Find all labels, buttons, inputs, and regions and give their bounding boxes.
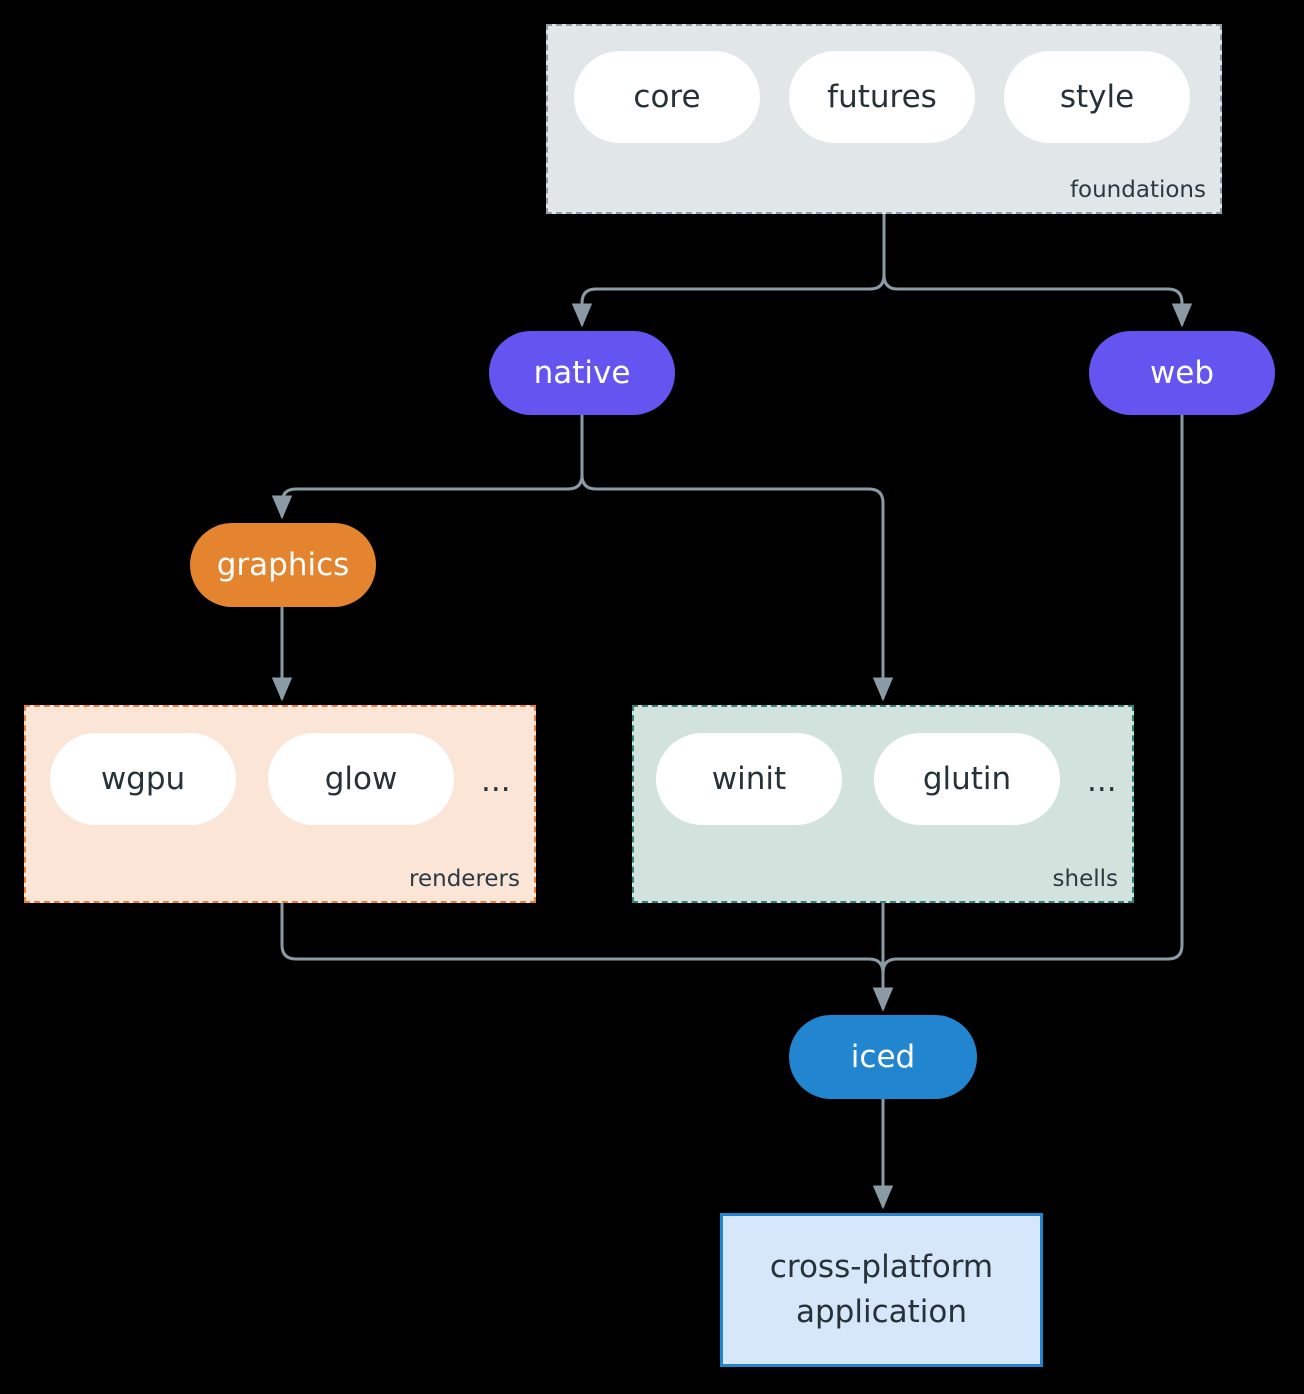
pill-label-wgpu: wgpu	[100, 761, 186, 797]
pill-label-glow: glow	[324, 761, 398, 797]
pill-label-glutin: glutin	[922, 761, 1012, 797]
node-label-iced: iced	[850, 1039, 916, 1075]
pill-futures[interactable]: futures	[789, 51, 975, 143]
node-graphics[interactable]: graphics	[190, 523, 376, 607]
cluster-label-foundations: foundations	[1069, 177, 1206, 203]
node-iced[interactable]: iced	[789, 1015, 977, 1099]
node-label-web: web	[1149, 355, 1215, 391]
node-label-graphics: graphics	[216, 547, 350, 583]
pill-label-futures: futures	[827, 79, 937, 115]
node-web[interactable]: web	[1089, 331, 1275, 415]
application-line-1: cross-platform	[769, 1249, 994, 1286]
pill-glutin[interactable]: glutin	[874, 733, 1060, 825]
cluster-label-shells: shells	[1052, 866, 1118, 892]
renderers-ellipsis: ...	[481, 763, 511, 799]
pill-glow[interactable]: glow	[268, 733, 454, 825]
pill-style[interactable]: style	[1004, 51, 1190, 143]
edge-foundations-web	[882, 214, 1193, 328]
pill-core[interactable]: core	[574, 51, 760, 143]
node-label-native: native	[533, 355, 631, 391]
pill-wgpu[interactable]: wgpu	[50, 733, 236, 825]
edge-native-shells	[580, 415, 894, 702]
edge-web-iced	[872, 415, 1184, 1012]
cluster-label-renderers: renderers	[409, 866, 520, 892]
node-cross-platform-application[interactable]: cross-platform application	[720, 1213, 1043, 1367]
shells-ellipsis: ...	[1087, 763, 1117, 799]
pill-winit[interactable]: winit	[656, 733, 842, 825]
node-native[interactable]: native	[489, 331, 675, 415]
edge-foundations-native	[571, 214, 886, 328]
pill-label-winit: winit	[711, 761, 787, 797]
application-line-2: application	[796, 1294, 967, 1330]
edge-native-graphics	[271, 415, 584, 520]
edge-paths	[271, 214, 1193, 1210]
pill-label-core: core	[633, 79, 701, 115]
edge-renderers-iced	[280, 903, 894, 1012]
pill-label-style: style	[1059, 79, 1135, 115]
